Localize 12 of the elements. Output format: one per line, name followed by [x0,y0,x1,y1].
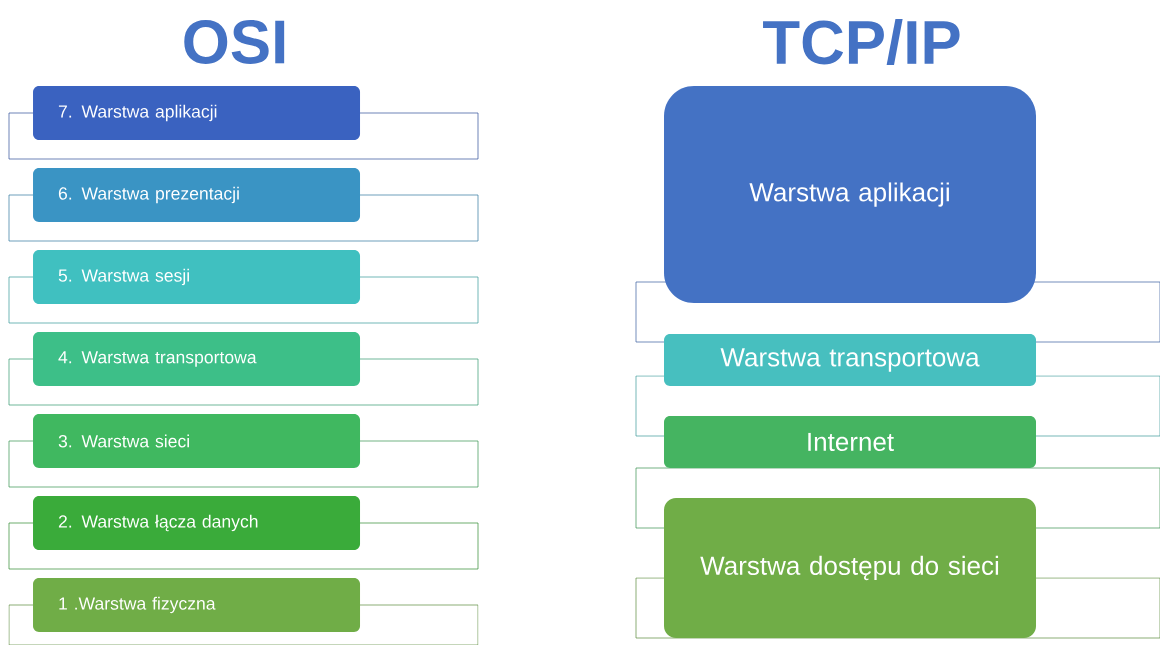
layer-box: 3. Warstwa sieci [33,414,361,468]
layer-box: 1 .Warstwa fizyczna [33,578,361,632]
layer-box: 4. Warstwa transportowa [33,332,361,386]
layer-box: Warstwa aplikacji [664,86,1036,304]
layer-box: 5. Warstwa sesji [33,250,361,304]
layer-box: Warstwa dostępu do sieci [664,498,1036,638]
layer-box: Warstwa transportowa [664,334,1036,386]
layer-box: 7. Warstwa aplikacji [33,86,361,140]
layer-box: 6. Warstwa prezentacji [33,168,361,222]
layer-box: Internet [664,416,1036,468]
layer-box: 2. Warstwa łącza danych [33,496,361,550]
heading: OSI [184,20,285,64]
